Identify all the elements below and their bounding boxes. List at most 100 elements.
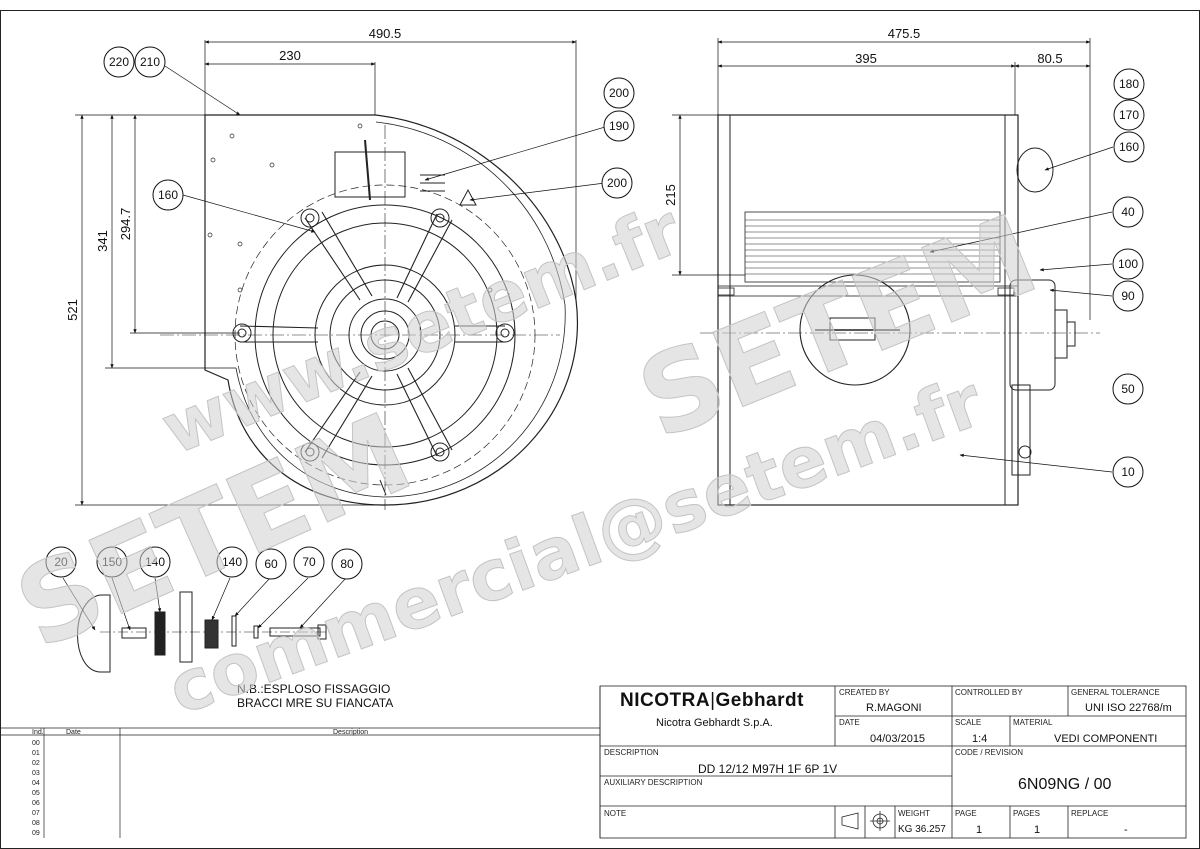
title-block-grid: [599, 685, 1187, 839]
pages-value: 1: [1034, 824, 1041, 836]
logo-nicotra: NICOTRA: [620, 690, 711, 711]
svg-text:07: 07: [32, 810, 40, 817]
code-revision-label: CODE / REVISION: [955, 748, 1024, 757]
page-label: PAGE: [955, 809, 977, 818]
balloon-10: 10: [1112, 456, 1144, 488]
svg-text:10: 10: [1121, 465, 1135, 479]
balloon-70: 70: [293, 546, 325, 578]
replace-value: -: [1124, 824, 1128, 836]
created-by-value: R.MAGONI: [866, 702, 922, 714]
weight-label: WEIGHT: [898, 809, 930, 818]
dim-side-motor-width: 80.5: [1037, 51, 1062, 66]
svg-text:140: 140: [145, 555, 165, 569]
balloon-160-side: 160: [1113, 131, 1145, 163]
balloon-180: 180: [1113, 68, 1145, 100]
balloon-200-bottom: 200: [601, 167, 633, 199]
svg-text:03: 03: [32, 770, 40, 777]
svg-text:210: 210: [140, 55, 160, 69]
balloon-220: 220: [103, 46, 135, 78]
svg-text:05: 05: [32, 790, 40, 797]
dim-side-height: 215: [663, 184, 678, 206]
side-view-dimensions: [672, 38, 1091, 320]
balloon-170: 170: [1113, 99, 1145, 131]
svg-text:50: 50: [1121, 382, 1135, 396]
logo-separator: |: [710, 690, 716, 711]
scale-value: 1:4: [972, 733, 988, 745]
leader-lines: [62, 65, 1114, 631]
dim-front-overall-width: 490.5: [369, 26, 402, 41]
page-value: 1: [976, 824, 983, 836]
balloon-140-right: 140: [216, 546, 248, 578]
part-balloons: 220 210 200 190 200 160 180 170 160 40 1…: [45, 46, 1145, 580]
company-name: Nicotra Gebhardt S.p.A.: [656, 717, 773, 729]
svg-text:90: 90: [1121, 289, 1135, 303]
note-label: NOTE: [604, 809, 627, 818]
dim-front-overall-height: 521: [65, 299, 80, 321]
date-value: 04/03/2015: [870, 733, 926, 745]
revision-table-text: Ind. Date Description 00 01 02 03 04 05 …: [32, 729, 368, 837]
side-view: [700, 114, 1100, 506]
rev-header-ind: Ind.: [32, 729, 44, 736]
balloon-60: 60: [255, 548, 287, 580]
dim-front-inner-width: 230: [279, 48, 301, 63]
replace-label: REPLACE: [1071, 809, 1109, 818]
svg-text:220: 220: [109, 55, 129, 69]
created-by-label: CREATED BY: [839, 688, 890, 697]
general-tolerance-label: GENERAL TOLERANCE: [1071, 688, 1160, 697]
svg-text:20: 20: [54, 555, 68, 569]
description-value: DD 12/12 M97H 1F 6P 1V: [698, 762, 838, 776]
balloon-160-front: 160: [152, 179, 184, 211]
svg-text:160: 160: [158, 188, 178, 202]
svg-text:150: 150: [102, 555, 122, 569]
balloon-50: 50: [1112, 373, 1144, 405]
rev-header-description: Description: [333, 729, 368, 736]
general-tolerance-value: UNI ISO 22768/m: [1085, 702, 1172, 714]
front-view-dimensions: [75, 40, 577, 506]
balloon-100: 100: [1112, 248, 1144, 280]
svg-text:160: 160: [1119, 140, 1139, 154]
svg-text:40: 40: [1121, 205, 1135, 219]
balloon-80: 80: [331, 548, 363, 580]
description-label: DESCRIPTION: [604, 748, 659, 757]
auxiliary-description-label: AUXILIARY DESCRIPTION: [604, 778, 703, 787]
svg-text:00: 00: [32, 740, 40, 747]
svg-text:01: 01: [32, 750, 40, 757]
svg-text:www.setem.fr: www.setem.fr: [151, 188, 693, 471]
svg-text:BRACCI MRE SU FIANCATA: BRACCI MRE SU FIANCATA: [237, 696, 393, 710]
svg-text:180: 180: [1119, 77, 1139, 91]
svg-text:200: 200: [607, 176, 627, 190]
svg-text:170: 170: [1119, 108, 1139, 122]
weight-value: KG 36.257: [898, 824, 946, 835]
svg-text:140: 140: [222, 555, 242, 569]
balloon-150: 150: [96, 546, 128, 578]
svg-text:N.B.:ESPLOSO FISSAGGIO: N.B.:ESPLOSO FISSAGGIO: [237, 682, 390, 696]
balloon-190: 190: [603, 110, 635, 142]
svg-text:190: 190: [609, 119, 629, 133]
balloon-90: 90: [1112, 280, 1144, 312]
svg-text:100: 100: [1118, 257, 1138, 271]
dim-side-inner-width: 395: [855, 51, 877, 66]
balloon-20: 20: [45, 546, 77, 578]
svg-text:04: 04: [32, 780, 40, 787]
svg-text:70: 70: [302, 555, 316, 569]
projection-symbols: [841, 811, 890, 831]
controlled-by-label: CONTROLLED BY: [955, 688, 1023, 697]
code-revision-value: 6N09NG / 00: [1018, 776, 1112, 793]
date-label: DATE: [839, 718, 860, 727]
balloon-210: 210: [134, 46, 166, 78]
dimension-labels: 490.5 230 475.5 395 80.5 521 341 294.7 2…: [65, 26, 1063, 321]
svg-text:60: 60: [264, 557, 278, 571]
balloon-40: 40: [1112, 196, 1144, 228]
svg-text:200: 200: [609, 86, 629, 100]
svg-text:06: 06: [32, 800, 40, 807]
svg-text:08: 08: [32, 820, 40, 827]
dim-front-height-341: 341: [95, 230, 110, 252]
first-angle-cone-icon: [841, 812, 859, 830]
pages-label: PAGES: [1013, 809, 1040, 818]
material-label: MATERIAL: [1013, 718, 1053, 727]
logo-gebhardt: Gebhardt: [715, 690, 804, 711]
dim-side-overall-width: 475.5: [888, 26, 921, 41]
exploded-fixing-view: [77, 591, 330, 673]
rev-header-date: Date: [66, 729, 81, 736]
